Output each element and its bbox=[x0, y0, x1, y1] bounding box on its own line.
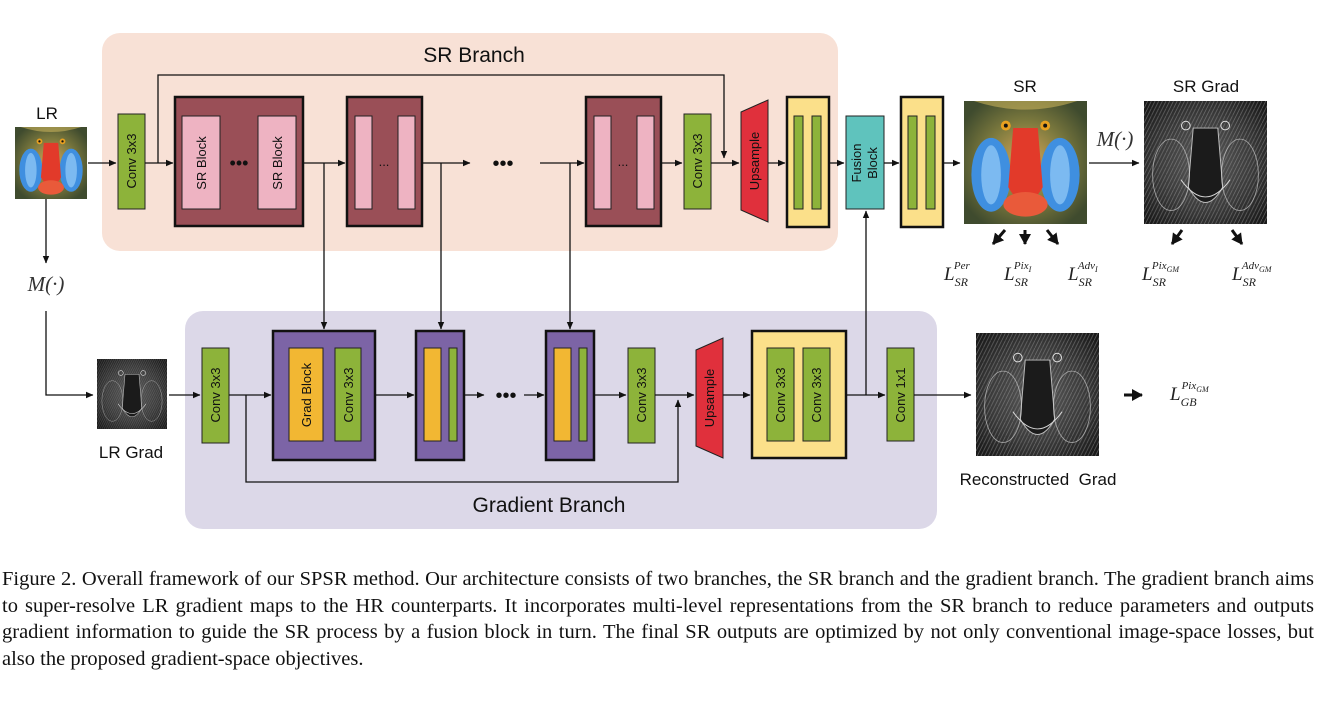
sr-block-a bbox=[181, 115, 221, 210]
m-operator-right: M(·) bbox=[1096, 127, 1134, 151]
sr-output-image bbox=[964, 101, 1087, 224]
sr-hr-conv-b bbox=[811, 115, 822, 210]
sr-block-b bbox=[257, 115, 297, 210]
grad-block-group-2-inner-a bbox=[423, 347, 442, 442]
sr-block-b-label: SR Block bbox=[270, 136, 285, 190]
loss-arrows bbox=[991, 229, 1244, 401]
final-conv-block bbox=[899, 95, 945, 229]
sr-branch-title: SR Branch bbox=[423, 44, 525, 67]
sr-block-group-1-dots: ••• bbox=[230, 153, 249, 173]
loss-sr-per: LSRPer bbox=[943, 260, 971, 289]
grad-branch-dots: ••• bbox=[495, 385, 516, 407]
loss-sr-adv-i: LSRAdvI bbox=[1067, 260, 1098, 289]
gradient-branch-title: Gradient Branch bbox=[473, 494, 626, 517]
sr-block-group-2-dots: ... bbox=[379, 154, 390, 169]
sr-grad-image bbox=[1143, 101, 1268, 224]
sr-conv-in-label: Conv 3x3 bbox=[124, 134, 139, 189]
grad-hr-conv-a-label: Conv 3x3 bbox=[773, 368, 788, 423]
sr-conv-out-label: Conv 3x3 bbox=[690, 134, 705, 189]
sr-output-label: SR bbox=[1013, 77, 1037, 96]
grad-conv-in bbox=[201, 347, 230, 444]
grad-block-group-3-inner-b bbox=[578, 347, 588, 442]
grad-hr-conv-a bbox=[766, 347, 795, 442]
grad-block-conv bbox=[334, 347, 362, 442]
grad-conv-in-label: Conv 3x3 bbox=[208, 368, 223, 423]
grad-hr-conv-block bbox=[750, 329, 848, 460]
lr-image bbox=[15, 127, 87, 199]
sr-block-group-3-inner-b bbox=[636, 115, 655, 210]
sr-hr-conv-block bbox=[785, 95, 831, 229]
sr-branch-dots: ••• bbox=[492, 153, 513, 175]
sr-block-group-2-inner-b bbox=[397, 115, 416, 210]
grad-upsample bbox=[695, 337, 724, 459]
sr-upsample-label: Upsample bbox=[747, 132, 762, 191]
grad-conv-1x1-label: Conv 1x1 bbox=[893, 368, 908, 423]
loss-sr-pix-i: LSRPixI bbox=[1003, 260, 1032, 289]
final-conv-a bbox=[907, 115, 918, 210]
lr-grad-image bbox=[96, 359, 168, 429]
sr-hr-conv-a bbox=[793, 115, 804, 210]
loss-sr-adv-gm: LSRAdvGM bbox=[1231, 260, 1273, 289]
figure-caption: Figure 2. Overall framework of our SPSR … bbox=[2, 568, 1314, 670]
loss-sr-pix-gm: LSRPixGM bbox=[1141, 260, 1180, 289]
sr-block-group-3-dots: ... bbox=[618, 154, 629, 169]
final-conv-b bbox=[925, 115, 936, 210]
sr-block-a-label: SR Block bbox=[194, 136, 209, 190]
lr-grad-label: LR Grad bbox=[99, 443, 163, 462]
sr-block-group-2-inner-a bbox=[354, 115, 373, 210]
fusion-block-label-2: Block bbox=[865, 147, 880, 179]
fusion-block bbox=[845, 115, 885, 210]
grad-block-group-3-inner-a bbox=[553, 347, 572, 442]
loss-gb-pix-gm: LGBPixGM bbox=[1169, 380, 1210, 409]
grad-upsample-label: Upsample bbox=[702, 369, 717, 428]
grad-conv-out-label: Conv 3x3 bbox=[634, 368, 649, 423]
loss-labels: LSRPer LSRPixI LSRAdvI LSRPixGM LSRAdvGM… bbox=[943, 260, 1273, 409]
reconstructed-grad-image bbox=[975, 333, 1100, 456]
connectors bbox=[42, 74, 1140, 483]
grad-block-label: Grad Block bbox=[299, 362, 314, 427]
sr-conv-in bbox=[117, 113, 146, 210]
lr-label: LR bbox=[36, 104, 58, 123]
reconstructed-grad-label: Reconstructed Grad bbox=[960, 470, 1117, 489]
grad-block-group-2-inner-b bbox=[448, 347, 458, 442]
grad-conv-1x1 bbox=[886, 347, 915, 442]
sr-block-group-3-inner-a bbox=[593, 115, 612, 210]
fusion-block-label-1: Fusion bbox=[849, 143, 864, 182]
spsr-architecture-diagram: SR Branch Gradient Branch LR LR Grad SR … bbox=[15, 33, 1273, 529]
sr-conv-out bbox=[683, 113, 712, 210]
grad-block-conv-label: Conv 3x3 bbox=[341, 368, 356, 423]
grad-hr-conv-b bbox=[802, 347, 831, 442]
m-operator-left: M(·) bbox=[27, 272, 65, 296]
sr-grad-label: SR Grad bbox=[1173, 77, 1239, 96]
grad-hr-conv-b-label: Conv 3x3 bbox=[809, 368, 824, 423]
grad-block bbox=[288, 347, 324, 442]
sr-upsample bbox=[740, 99, 769, 223]
